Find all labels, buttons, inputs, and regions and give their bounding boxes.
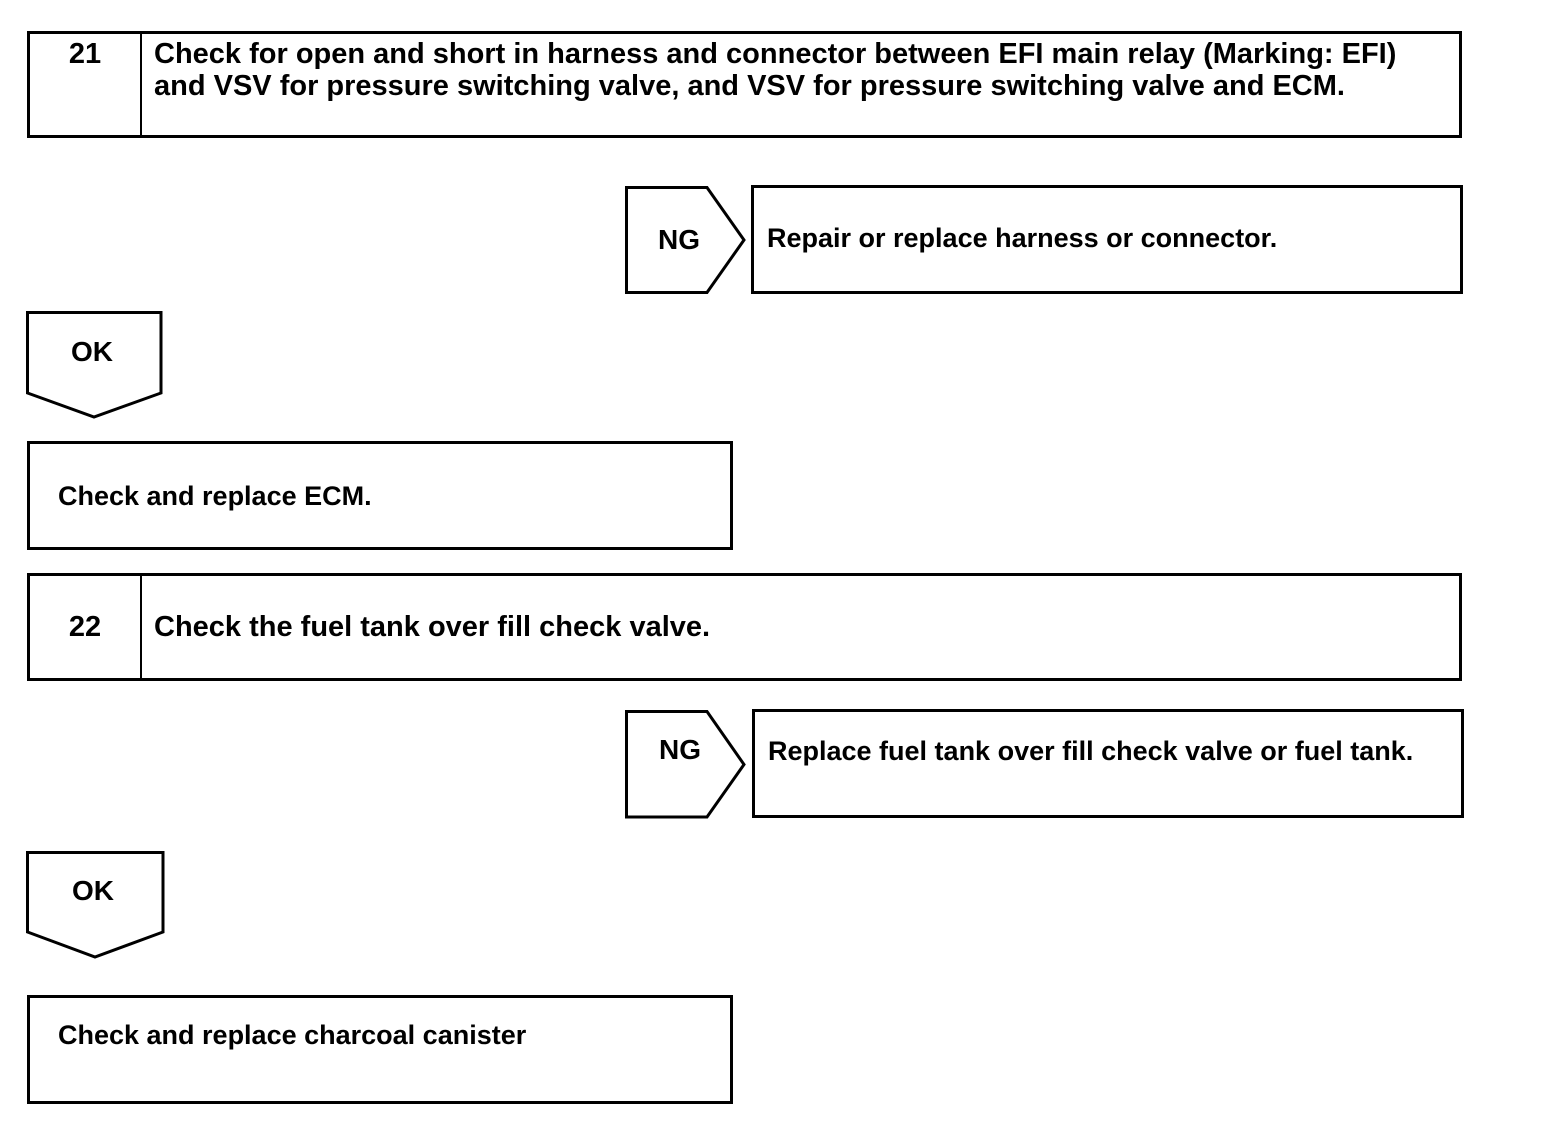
ok-label-1: OK [71, 336, 113, 367]
step-22-box: 22 Check the fuel tank over fill check v… [27, 573, 1462, 681]
result-text-1: Check and replace ECM. [58, 480, 372, 511]
ok-arrow-1: OK [26, 311, 164, 420]
ng-arrow-1: NG [625, 186, 747, 294]
step-21-box: 21 Check for open and short in harness a… [27, 31, 1462, 138]
result-box-1: Check and replace ECM. [27, 441, 733, 550]
ng-label-1: NG [658, 224, 700, 255]
ng-action-box-1: Repair or replace harness or connector. [751, 185, 1463, 294]
ng-label-2: NG [659, 734, 701, 765]
step-21-text: Check for open and short in harness and … [154, 38, 1397, 102]
ng-action-box-2: Replace fuel tank over fill check valve … [752, 709, 1464, 818]
step-21-number: 21 [30, 34, 142, 135]
step-22-text: Check the fuel tank over fill check valv… [154, 611, 711, 643]
result-box-2: Check and replace charcoal canister [27, 995, 733, 1104]
ok-arrow-2: OK [26, 851, 166, 959]
ng-arrow-2: NG [625, 710, 747, 819]
result-text-2: Check and replace charcoal canister [58, 1020, 527, 1050]
ng-action-text-1: Repair or replace harness or connector. [767, 222, 1278, 253]
ng-action-text-2: Replace fuel tank over fill check valve … [768, 736, 1414, 766]
step-22-number: 22 [30, 576, 142, 678]
ok-label-2: OK [72, 875, 114, 906]
